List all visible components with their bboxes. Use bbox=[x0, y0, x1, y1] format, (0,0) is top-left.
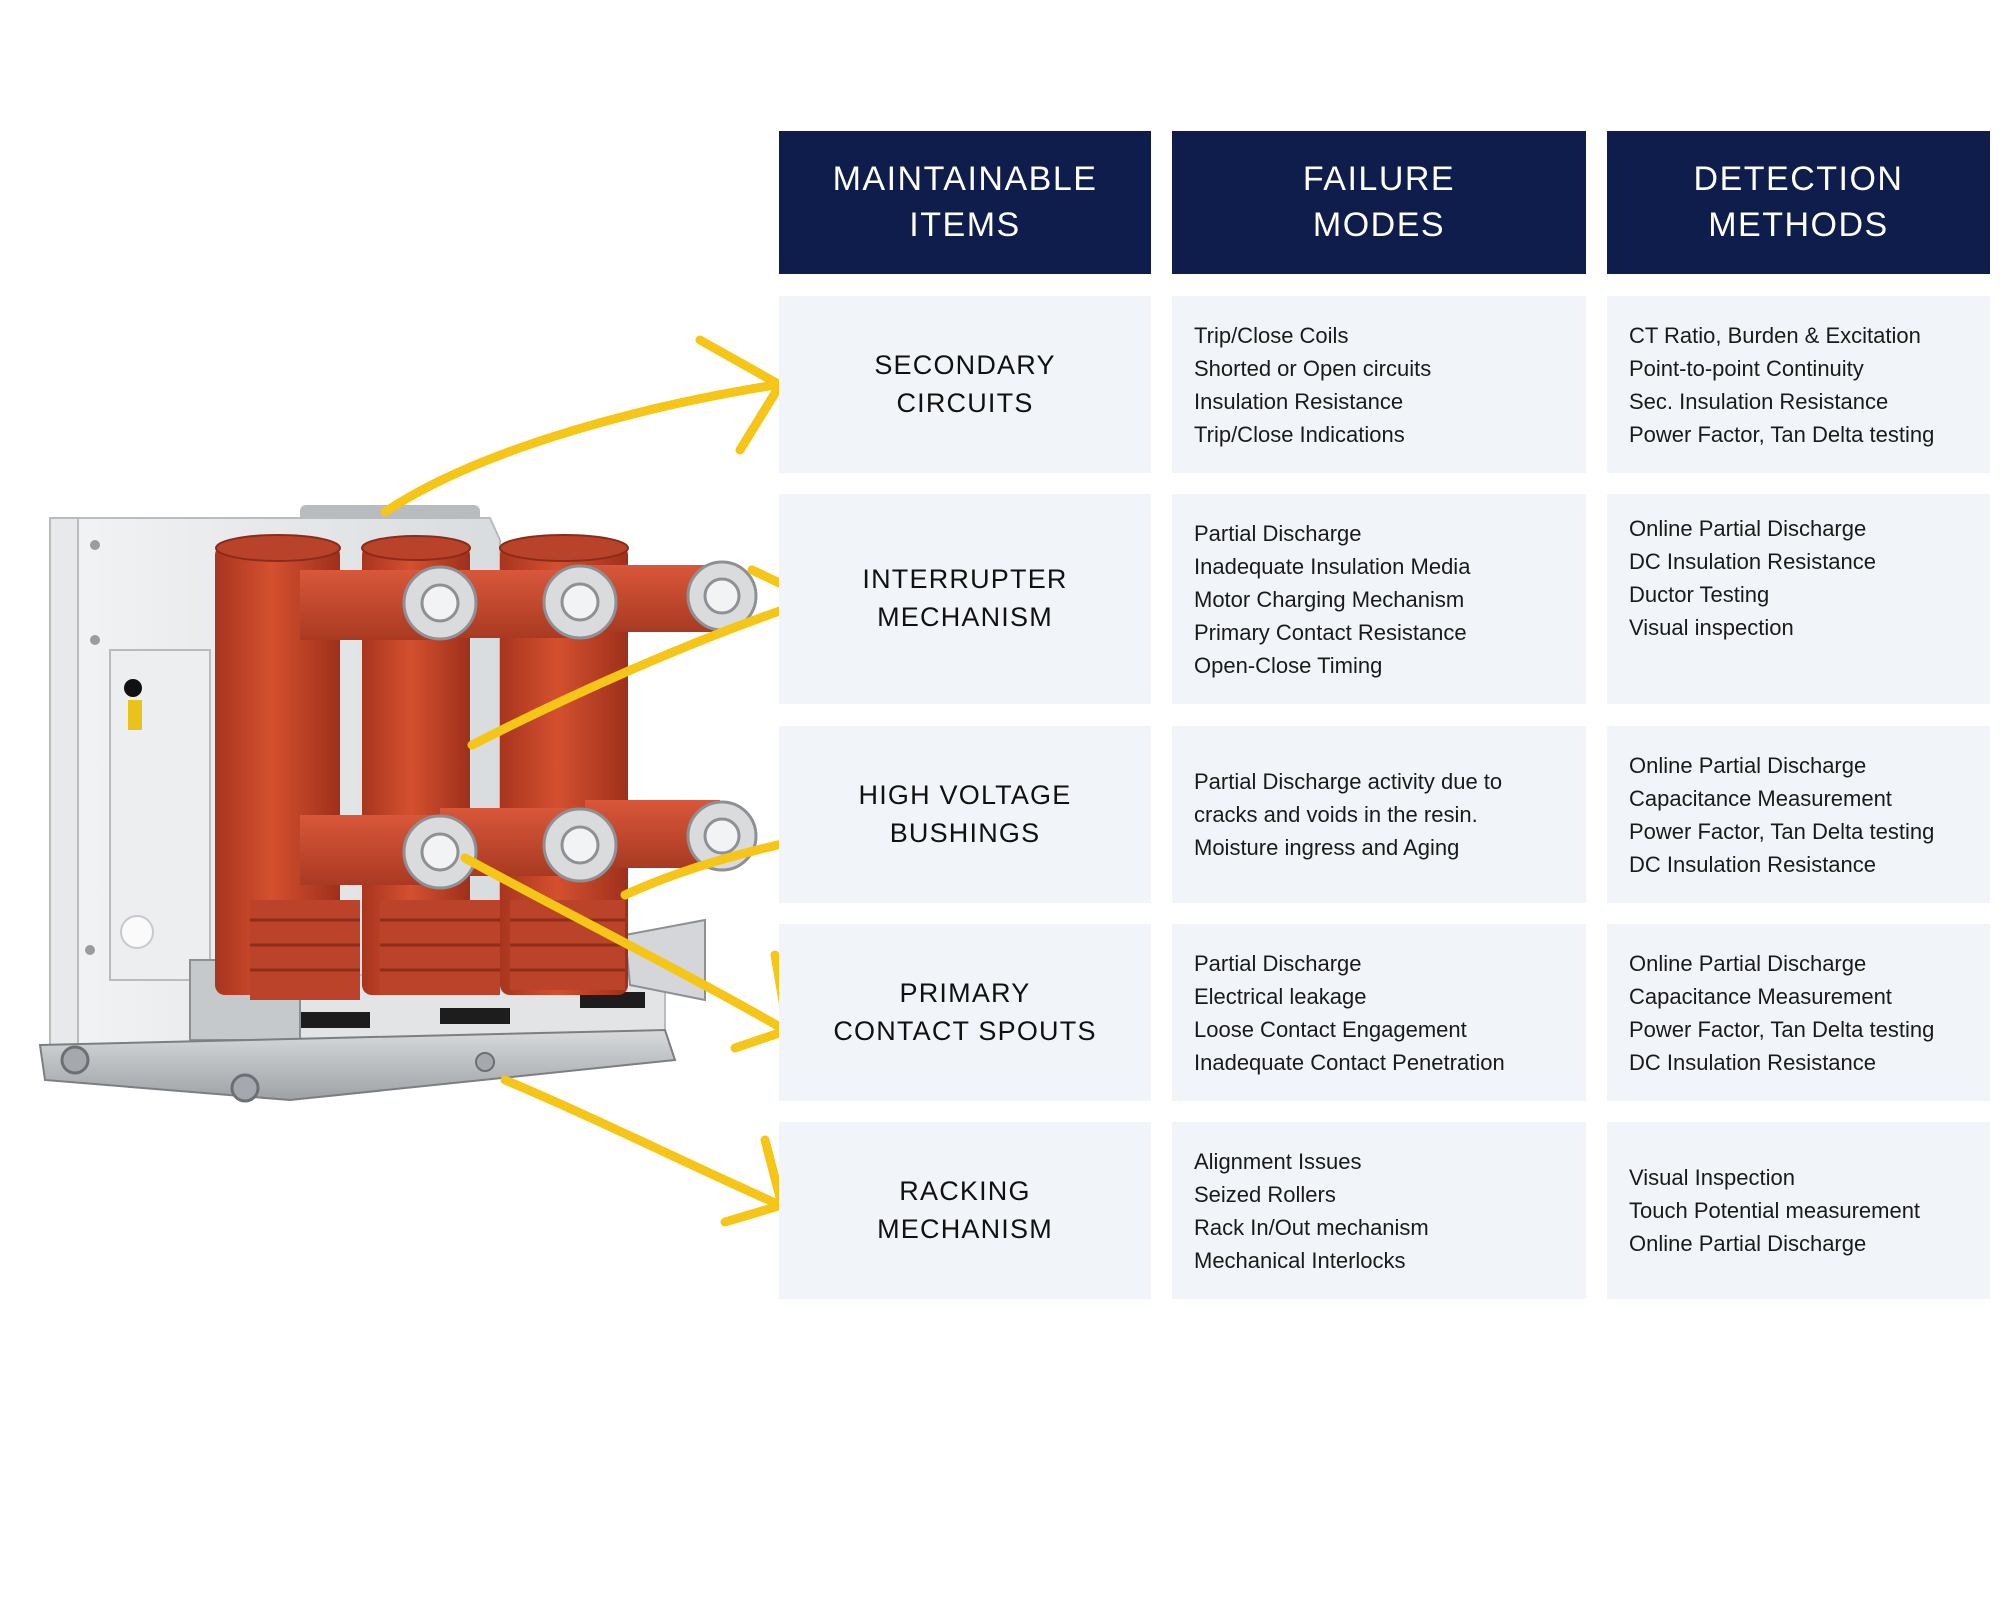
list-item: Visual inspection bbox=[1629, 615, 1794, 640]
list-item: Trip/Close Coils bbox=[1194, 322, 1349, 348]
list-item: Motor Charging Mechanism bbox=[1194, 586, 1465, 612]
list-item: Moisture ingress and Aging bbox=[1194, 835, 1460, 860]
item-secondary-circuits: SECONDARY CIRCUITS bbox=[779, 296, 1151, 473]
list-item: Open-Close Timing bbox=[1194, 652, 1383, 678]
list-item: Partial Discharge activity due to bbox=[1194, 769, 1503, 794]
list-item: CT Ratio, Burden & Excitation bbox=[1629, 322, 1921, 348]
list-item: Power Factor, Tan Delta testing bbox=[1629, 421, 1935, 447]
list-item: Trip/Close Indications bbox=[1194, 421, 1405, 447]
list-item: Electrical leakage bbox=[1194, 983, 1367, 1009]
failure-modes-high-voltage-bushings: Partial Discharge activity due to cracks… bbox=[1172, 726, 1586, 903]
list-item: Ductor Testing bbox=[1629, 582, 1770, 607]
item-primary-contact-spouts: PRIMARY CONTACT SPOUTS bbox=[779, 924, 1151, 1101]
list-item: Power Factor, Tan Delta testing bbox=[1629, 818, 1935, 844]
list-item: Capacitance Measurement bbox=[1629, 983, 1892, 1009]
item-high-voltage-bushings: HIGH VOLTAGE BUSHINGS bbox=[779, 726, 1151, 903]
list-item: Online Partial Discharge bbox=[1629, 516, 1867, 541]
list-item: Insulation Resistance bbox=[1194, 388, 1404, 414]
list-item: Online Partial Discharge bbox=[1629, 1231, 1867, 1256]
list-item: Power Factor, Tan Delta testing bbox=[1629, 1016, 1935, 1042]
detection-methods-secondary-circuits: CT Ratio, Burden & Excitation Point-to-p… bbox=[1607, 296, 1990, 473]
list-item: Point-to-point Continuity bbox=[1629, 355, 1864, 381]
list-item: Partial Discharge bbox=[1194, 950, 1362, 976]
list-item: Rack In/Out mechanism bbox=[1194, 1214, 1429, 1240]
upper-contact-arms bbox=[300, 560, 758, 641]
list-item: Visual Inspection bbox=[1629, 1165, 1795, 1190]
detection-methods-racking-mechanism: Visual Inspection Touch Potential measur… bbox=[1607, 1122, 1990, 1299]
list-item: Online Partial Discharge bbox=[1629, 752, 1867, 778]
list-item: DC Insulation Resistance bbox=[1629, 549, 1877, 574]
list-item: Online Partial Discharge bbox=[1629, 950, 1867, 976]
list-item: Shorted or Open circuits bbox=[1194, 355, 1432, 381]
list-item: Inadequate Insulation Media bbox=[1194, 553, 1471, 579]
header-detection-methods: DETECTION METHODS bbox=[1607, 131, 1990, 274]
header-failure-modes: FAILURE MODES bbox=[1172, 131, 1586, 274]
failure-modes-secondary-circuits: Trip/Close Coils Shorted or Open circuit… bbox=[1172, 296, 1586, 473]
detection-methods-interrupter-mechanism: Online Partial Discharge DC Insulation R… bbox=[1607, 494, 1990, 704]
list-item: Sec. Insulation Resistance bbox=[1629, 388, 1889, 414]
list-item: Alignment Issues bbox=[1194, 1148, 1362, 1174]
list-item: Seized Rollers bbox=[1194, 1181, 1336, 1207]
list-item: Loose Contact Engagement bbox=[1194, 1016, 1467, 1042]
list-item: DC Insulation Resistance bbox=[1629, 851, 1877, 877]
list-item: Primary Contact Resistance bbox=[1194, 619, 1467, 645]
detection-methods-high-voltage-bushings: Online Partial Discharge Capacitance Mea… bbox=[1607, 726, 1990, 903]
list-item: Touch Potential measurement bbox=[1629, 1198, 1921, 1223]
failure-modes-interrupter-mechanism: Partial Discharge Inadequate Insulation … bbox=[1172, 494, 1586, 704]
list-item: DC Insulation Resistance bbox=[1629, 1049, 1877, 1075]
list-item: Inadequate Contact Penetration bbox=[1194, 1049, 1505, 1075]
item-interrupter-mechanism: INTERRUPTER MECHANISM bbox=[779, 494, 1151, 704]
list-item: Partial Discharge bbox=[1194, 520, 1362, 546]
detection-methods-primary-contact-spouts: Online Partial Discharge Capacitance Mea… bbox=[1607, 924, 1990, 1101]
list-item: Capacitance Measurement bbox=[1629, 785, 1892, 811]
list-item: cracks and voids in the resin. bbox=[1194, 802, 1478, 827]
list-item: Mechanical Interlocks bbox=[1194, 1247, 1406, 1273]
header-maintainable-items: MAINTAINABLE ITEMS bbox=[779, 131, 1151, 274]
failure-modes-racking-mechanism: Alignment Issues Seized Rollers Rack In/… bbox=[1172, 1122, 1586, 1299]
item-racking-mechanism: RACKING MECHANISM bbox=[779, 1122, 1151, 1299]
failure-modes-primary-contact-spouts: Partial Discharge Electrical leakage Loo… bbox=[1172, 924, 1586, 1101]
